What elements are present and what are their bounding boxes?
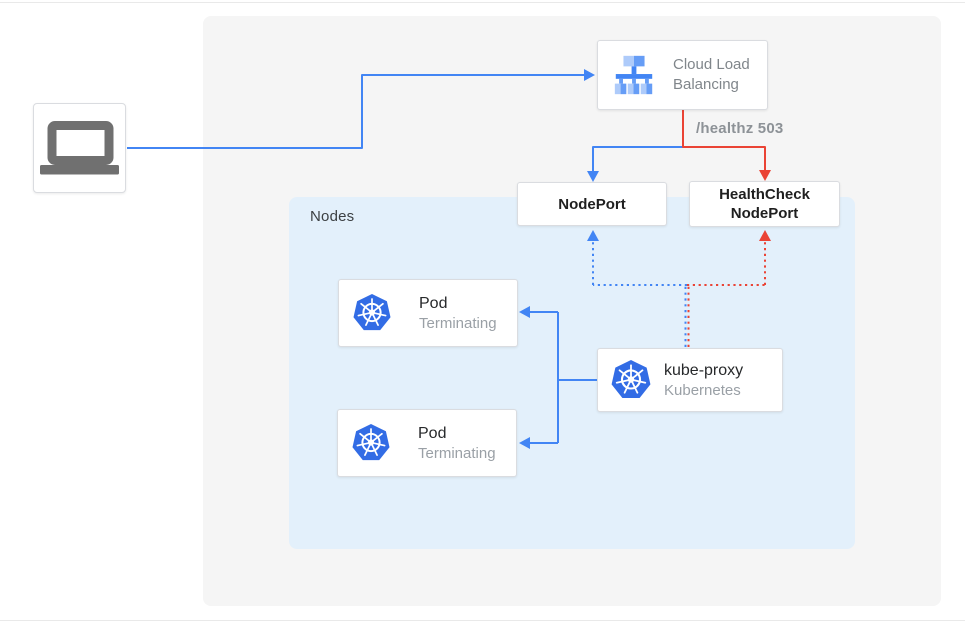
client-card bbox=[33, 103, 126, 193]
laptop-icon bbox=[40, 121, 120, 175]
healthcheck-nodeport-card: HealthCheck NodePort bbox=[689, 181, 840, 227]
bottom-hairline bbox=[0, 620, 965, 621]
top-hairline bbox=[0, 2, 965, 3]
cloud-load-balancing-label: Cloud Load Balancing bbox=[673, 56, 750, 93]
kubernetes-icon bbox=[351, 423, 391, 463]
pod-title: Pod bbox=[419, 294, 448, 312]
nodes-region-label: Nodes bbox=[310, 208, 355, 225]
kube-proxy-subtitle: Kubernetes bbox=[664, 381, 741, 399]
kubernetes-icon bbox=[352, 293, 392, 333]
pod-status: Terminating bbox=[419, 314, 497, 332]
pod-status: Terminating bbox=[418, 444, 496, 462]
nodeport-card: NodePort bbox=[517, 182, 667, 226]
cloud-load-balancing-card: Cloud Load Balancing bbox=[597, 40, 768, 110]
kubernetes-icon bbox=[610, 359, 652, 401]
pod-card-2: Pod Terminating bbox=[337, 409, 517, 477]
nodeport-label: NodePort bbox=[558, 195, 626, 213]
pod-card-1: Pod Terminating bbox=[338, 279, 518, 347]
kube-proxy-title: kube-proxy bbox=[664, 361, 744, 379]
kube-proxy-card: kube-proxy Kubernetes bbox=[597, 348, 783, 412]
healthz-503-label: /healthz 503 bbox=[696, 120, 784, 137]
pod-title: Pod bbox=[418, 424, 447, 442]
healthcheck-nodeport-label: HealthCheck NodePort bbox=[719, 186, 810, 222]
cloud-load-balancing-icon bbox=[611, 53, 657, 97]
